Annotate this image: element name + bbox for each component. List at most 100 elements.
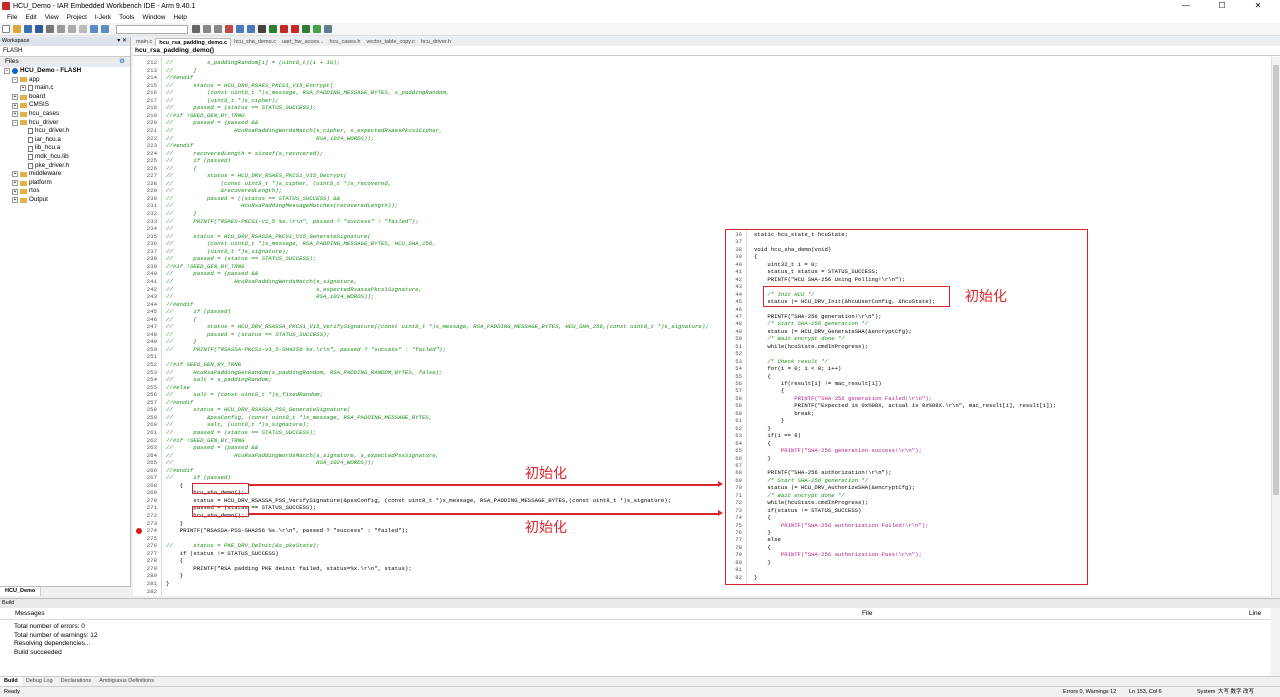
menu-window[interactable]: Window xyxy=(142,14,166,21)
tree-item[interactable]: +CMSIS xyxy=(0,101,130,110)
menu-edit[interactable]: Edit xyxy=(25,14,37,21)
code-line[interactable]: //#endif xyxy=(166,142,194,150)
cut-icon[interactable] xyxy=(57,25,65,33)
code-line[interactable]: // s_paddingRandom[i] = (uint8_t)(i + 1U… xyxy=(166,59,341,66)
code-line[interactable]: // salt, (uint8_t *)s_signature); xyxy=(166,421,310,429)
code-line[interactable]: //#if !SEED_GEN_BY_TRNG xyxy=(166,436,245,444)
tree-item[interactable]: −hcu_driver xyxy=(0,119,130,128)
editor-scrollbar[interactable] xyxy=(1271,57,1280,596)
menu-project[interactable]: Project xyxy=(66,14,87,21)
code-line[interactable]: PRINTF("RSA padding PKE deinit failed, s… xyxy=(166,564,412,572)
tree-item[interactable]: +board xyxy=(0,93,130,102)
code-line[interactable]: // { xyxy=(166,315,197,323)
code-line[interactable]: //#if !SEED_GEN_BY_TRNG xyxy=(166,111,245,119)
build-message[interactable]: Resolving dependencies... xyxy=(14,640,91,648)
save-icon[interactable] xyxy=(24,25,32,33)
code-line[interactable]: if (status != STATUS_SUCCESS) xyxy=(166,549,279,557)
tab-declarations[interactable]: Declarations xyxy=(60,678,92,684)
expand-toggle-icon[interactable]: + xyxy=(12,171,18,178)
tree-item[interactable]: pke_driver.h xyxy=(0,162,130,171)
close-button[interactable]: ✕ xyxy=(1254,1,1262,10)
code-line[interactable]: // (uint8_t *)s_signature); xyxy=(166,247,289,255)
redo-icon[interactable] xyxy=(101,25,109,33)
code-line[interactable]: // s_expectedRsassaPkcs1Signature, xyxy=(166,285,422,293)
code-line[interactable]: } xyxy=(166,519,184,527)
code-line[interactable]: //#if !SEED_GEN_BY_TRNG xyxy=(166,262,245,270)
expand-toggle-icon[interactable]: + xyxy=(12,188,18,195)
close-icon[interactable]: ▾ ✕ xyxy=(117,38,127,44)
maximize-button[interactable]: ☐ xyxy=(1218,1,1226,10)
code-line[interactable]: // HcuRsaPaddingMessageMatches(recovered… xyxy=(166,202,399,210)
code-line[interactable]: // status = HCU_DRV_RSASSA_PKCS1_V15_Ver… xyxy=(166,323,709,331)
code-line[interactable]: } xyxy=(166,572,184,580)
expand-toggle-icon[interactable]: + xyxy=(12,94,18,101)
code-line[interactable]: // passed = (passed && xyxy=(166,444,259,452)
code-line[interactable]: // passed = (passed && xyxy=(166,119,259,127)
expand-toggle-icon[interactable]: + xyxy=(12,111,18,118)
code-line[interactable]: //#endif xyxy=(166,74,194,82)
expand-toggle-icon[interactable]: + xyxy=(20,85,26,92)
tree-item[interactable]: −HCU_Demo - FLASH xyxy=(0,67,130,76)
tree-item[interactable]: +main.c xyxy=(0,84,130,93)
code-line[interactable]: // status = HCU_DRV_RSAES_PKCS1_V15_Decr… xyxy=(166,172,347,180)
code-line[interactable]: // recoveredLength = sizeof(s_recovered)… xyxy=(166,149,324,157)
open-folder-icon[interactable] xyxy=(13,25,21,33)
tree-item[interactable]: +platform xyxy=(0,179,130,188)
save-all-icon[interactable] xyxy=(35,25,43,33)
code-line[interactable]: // HcuRsaPaddingWordsMatch(s_signature, xyxy=(166,277,358,285)
menu-help[interactable]: Help xyxy=(173,14,187,21)
tree-item[interactable]: +Output xyxy=(0,196,130,205)
tree-item[interactable]: hcu_driver.h xyxy=(0,127,130,136)
code-line[interactable]: // PRINTF("RSASSA-PKCS1-v1_5-SHA256 %s.\… xyxy=(166,345,446,353)
code-line[interactable]: //#if SEED_GEN_BY_TRNG xyxy=(166,361,242,368)
tree-item[interactable]: −app xyxy=(0,76,130,85)
col-line[interactable]: Line xyxy=(1249,610,1262,617)
code-line[interactable]: //#endif xyxy=(166,300,194,308)
editor-tab[interactable]: main.c xyxy=(136,39,153,45)
code-line[interactable]: // salt = (const uint8_t *)s_fixedRandom… xyxy=(166,391,324,399)
code-line[interactable]: //#endif xyxy=(166,398,194,406)
new-file-icon[interactable] xyxy=(2,25,10,33)
toggle-breakpoint-icon[interactable] xyxy=(291,25,299,33)
code-line[interactable]: // } xyxy=(166,338,197,346)
code-line[interactable]: status = HCU_DRV_RSASSA_PSS_VerifySignat… xyxy=(166,496,672,504)
expand-toggle-icon[interactable]: + xyxy=(12,102,18,109)
step-icon[interactable] xyxy=(236,25,244,33)
code-line[interactable]: // status = HCU_DRV_RSAES_PKCS1_V15_Encr… xyxy=(166,81,334,89)
code-line[interactable]: // PRINTF("RSAES-PKCS1-v1_5 %s.\r\n", pa… xyxy=(166,217,419,225)
compile-icon[interactable] xyxy=(258,25,266,33)
code-line[interactable]: // salt = s_paddingRandom; xyxy=(166,376,272,384)
code-line[interactable]: // } xyxy=(166,66,197,74)
code-line[interactable]: // (const uint8_t *)s_message, RSA_PADDI… xyxy=(166,240,436,248)
tree-item[interactable]: iar_hcu.a xyxy=(0,136,130,145)
device-icon[interactable] xyxy=(324,25,332,33)
code-line[interactable]: //#else xyxy=(166,383,190,391)
code-line[interactable]: //#endif xyxy=(166,466,194,474)
tab-ambiguous-definitions[interactable]: Ambiguous Definitions xyxy=(99,678,154,684)
code-line[interactable]: // passed = (status == STATUS_SUCCESS); xyxy=(166,104,317,112)
editor-tab[interactable]: hcu_cases.h xyxy=(329,39,361,45)
menu-ijet[interactable]: I-Jerk xyxy=(94,14,112,21)
expand-toggle-icon[interactable]: + xyxy=(12,197,18,204)
code-line[interactable]: // HcuRsaPaddingWordsMatch(s_signature, … xyxy=(166,451,440,459)
tab-hcu-demo[interactable]: HCU_Demo xyxy=(0,587,42,596)
menu-file[interactable]: File xyxy=(7,14,18,21)
code-line[interactable]: // RSA_1024_WORDS)); xyxy=(166,134,375,142)
build-scrollbar[interactable] xyxy=(1271,608,1280,677)
goto-icon[interactable] xyxy=(247,25,255,33)
code-line[interactable]: // HcuRsaPaddingGetRandom(s_paddingRando… xyxy=(166,368,443,376)
code-line[interactable]: hcu_sha_demo(); xyxy=(166,489,245,497)
code-line[interactable]: // status = HCU_DRV_RSASSA_PKCS1_V15_Gen… xyxy=(166,232,371,240)
code-line[interactable]: // passed = (status == STATUS_SUCCESS); xyxy=(166,428,317,436)
tree-item[interactable]: +rtos xyxy=(0,187,130,196)
code-line[interactable]: // RSA_1024_WORDS)); xyxy=(166,459,375,467)
code-line[interactable]: { xyxy=(166,557,184,565)
col-file[interactable]: File xyxy=(862,610,873,617)
undo-icon[interactable] xyxy=(90,25,98,33)
build-message[interactable]: Build succeeded xyxy=(14,648,62,656)
code-line[interactable]: // RSA_1024_WORDS)); xyxy=(166,293,375,301)
code-line[interactable]: { xyxy=(166,481,184,489)
editor-tab[interactable]: hcu_rsa_padding_demo.c xyxy=(155,38,232,46)
menu-view[interactable]: View xyxy=(44,14,59,21)
code-line[interactable]: // passed = ((status == STATUS_SUCCESS) … xyxy=(166,194,341,202)
